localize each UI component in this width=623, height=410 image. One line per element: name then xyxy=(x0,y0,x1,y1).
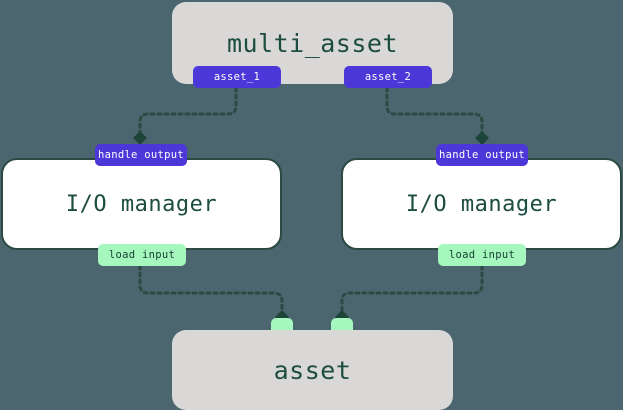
port-load-input-left-label: load input xyxy=(108,249,176,261)
edge-asset1-to-handle-output-left xyxy=(138,86,238,135)
node-io-manager-right[interactable]: I/O manager xyxy=(341,158,622,250)
node-io-manager-left[interactable]: I/O manager xyxy=(1,158,282,250)
node-asset[interactable]: asset xyxy=(172,330,453,410)
port-handle-output-left[interactable]: handle output xyxy=(95,144,187,166)
port-asset-2-label: asset_2 xyxy=(364,71,412,83)
port-handle-output-left-label: handle output xyxy=(97,149,185,161)
port-load-input-right[interactable]: load input xyxy=(438,244,526,266)
edge-asset2-to-handle-output-right xyxy=(385,86,484,135)
port-load-input-right-label: load input xyxy=(448,249,516,261)
port-handle-output-right[interactable]: handle output xyxy=(436,144,528,166)
port-asset-2[interactable]: asset_2 xyxy=(344,66,432,88)
node-io-manager-right-label: I/O manager xyxy=(405,191,558,217)
edge-load-input-right-to-asset-port-right xyxy=(340,264,484,313)
port-asset-1-label: asset_1 xyxy=(213,71,261,83)
arrowhead-handle-output-left xyxy=(133,131,147,145)
node-multi-asset-label: multi_asset xyxy=(226,28,399,58)
port-asset-1[interactable]: asset_1 xyxy=(193,66,281,88)
arrowhead-handle-output-right xyxy=(475,131,489,145)
port-handle-output-right-label: handle output xyxy=(438,149,526,161)
node-asset-label: asset xyxy=(273,355,352,385)
port-load-input-left[interactable]: load input xyxy=(98,244,186,266)
edge-load-input-left-to-asset-port-left xyxy=(138,264,284,313)
node-io-manager-left-label: I/O manager xyxy=(65,191,218,217)
